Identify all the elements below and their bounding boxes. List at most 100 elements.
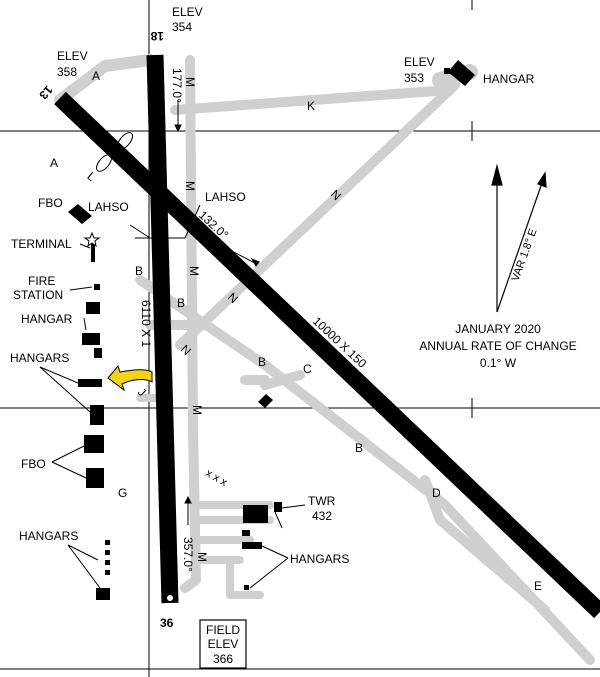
heading-arrows — [174, 100, 260, 525]
taxiway-label-m-5: M — [195, 552, 209, 562]
leader-twr — [281, 504, 306, 509]
hangars-sw-building-2 — [105, 550, 110, 555]
rwy36-label: 36 — [160, 616, 174, 630]
lahso-label-2: LAHSO — [205, 190, 246, 204]
rwy18-heading: 177.0° — [170, 68, 184, 103]
taxiway-label-b-2: B — [177, 296, 185, 310]
hangars-sw-building-5 — [96, 588, 110, 600]
hangar-se-access — [226, 556, 264, 599]
leader-hangars-se-1 — [261, 545, 289, 559]
lahso-leader-1 — [129, 224, 151, 239]
tower-ramp — [191, 501, 274, 564]
rwy18-dimensions: 6110 X 1 — [139, 300, 153, 347]
closed-taxiway-marks: x x x — [204, 467, 230, 489]
hangars-west-building-3 — [78, 379, 102, 387]
rwy13-heading-arrowhead — [250, 257, 260, 267]
taxiway-n — [175, 80, 460, 350]
variation-rate-label: ANNUAL RATE OF CHANGE — [419, 339, 576, 353]
tower-building — [274, 502, 282, 512]
rwy13-elev-value: 358 — [57, 65, 77, 79]
hangars-se-building-3 — [244, 585, 249, 590]
terminal-star-icon — [83, 231, 101, 248]
taxiway-label-b-1: B — [135, 264, 143, 278]
taxiway-label-k: K — [307, 99, 315, 113]
true-north-arrowhead-icon — [491, 163, 503, 186]
taxiway-label-c: C — [303, 362, 312, 376]
hangars-sw-building-4 — [105, 570, 110, 575]
hangars-west-building-2 — [94, 348, 102, 358]
leader-hangars-sw-1 — [67, 544, 99, 561]
building-near-c — [258, 394, 273, 408]
rwy13-heading-arrow — [219, 244, 256, 264]
taxiway-label-a-north: A — [92, 69, 100, 83]
twr-label: TWR — [308, 494, 336, 508]
taxiway-label-a-west: A — [50, 156, 58, 170]
magnetic-north-arrowhead-icon — [537, 171, 547, 188]
hangars-west-building-1 — [82, 333, 100, 345]
hangars-west-building-4 — [90, 405, 104, 425]
leader-fbo-south-1 — [51, 445, 85, 463]
fbo-north-building — [68, 204, 92, 224]
taxiway-label-b-3: B — [258, 355, 266, 369]
hangars-sw-label: HANGARS — [19, 529, 78, 543]
taxiway-label-d: D — [432, 486, 441, 500]
rwy13-elev-label: ELEV — [57, 49, 88, 63]
hangar-ne-label: HANGAR — [483, 72, 535, 86]
variation-label: VAR 1.8° E — [510, 227, 540, 283]
buildings — [68, 60, 475, 600]
beacon-icon-1 — [117, 132, 133, 150]
rwy36-heading-arrowhead — [184, 495, 192, 504]
taxiway-label-m-3: M — [187, 266, 201, 276]
taxiway-label-m-2: M — [183, 181, 197, 191]
field-elev-line2: ELEV — [208, 637, 239, 651]
leader-fire-station — [69, 286, 93, 291]
leader-hangars-west-1 — [39, 366, 79, 384]
runway-36-threshold-light — [167, 595, 173, 601]
hot-spot-arrow-icon — [107, 364, 153, 392]
hangars-west-label: HANGARS — [10, 351, 69, 365]
leader-twr-2 — [274, 511, 283, 529]
leader-terminal — [79, 243, 91, 249]
leader-hangar-west — [83, 317, 87, 331]
fbo-south-building-1 — [84, 435, 104, 453]
lahso-label-1: LAHSO — [88, 200, 129, 214]
runway-18-36 — [146, 54, 179, 604]
variation-date: JANUARY 2020 — [455, 322, 541, 336]
lahso-lines — [129, 204, 201, 239]
rwy13-label: 13 — [36, 83, 56, 102]
taxiway-label-b-4: B — [355, 441, 363, 455]
taxiway-label-e: E — [534, 579, 542, 593]
lahso-leader-2 — [184, 204, 201, 239]
fire-station-label-1: FIRE — [28, 274, 55, 288]
taxiway-a-north — [54, 54, 156, 106]
taxiway-d-e — [420, 475, 550, 615]
hangars-se-label: HANGARS — [290, 552, 349, 566]
north-arrow — [491, 163, 547, 313]
hangar-ne-elev-value: 353 — [404, 71, 424, 85]
leader-lines — [39, 243, 306, 589]
variation-rate-value: 0.1° W — [480, 356, 517, 370]
field-elevation-box — [199, 619, 247, 669]
taxiway-label-m-1: M — [183, 77, 197, 87]
hangar-west-building — [86, 302, 100, 314]
magnetic-north-line — [496, 179, 544, 313]
runways — [54, 54, 600, 619]
beacon-icons — [96, 132, 133, 172]
taxiways — [54, 54, 595, 665]
tower-ramp-building — [243, 505, 268, 523]
hangars-sw-building-3 — [105, 560, 110, 565]
hangars-sw-building-1 — [105, 540, 110, 545]
fbo-north-label: FBO — [38, 196, 63, 210]
rwy18-elev-label: ELEV — [172, 5, 203, 19]
leader-hangars-sw-2 — [67, 544, 101, 589]
taxiway-c — [260, 370, 305, 390]
field-elev-line3: 366 — [213, 652, 233, 666]
taxiway-label-m-4: M — [190, 405, 204, 415]
runway-13-31 — [54, 91, 600, 619]
terminal-label: TERMINAL — [11, 237, 72, 251]
rwy18-label: 18 — [150, 29, 164, 43]
leader-hangars-se-2 — [249, 557, 289, 589]
beacon-icon-2 — [96, 154, 112, 172]
hangars-se-building-1 — [242, 530, 250, 536]
